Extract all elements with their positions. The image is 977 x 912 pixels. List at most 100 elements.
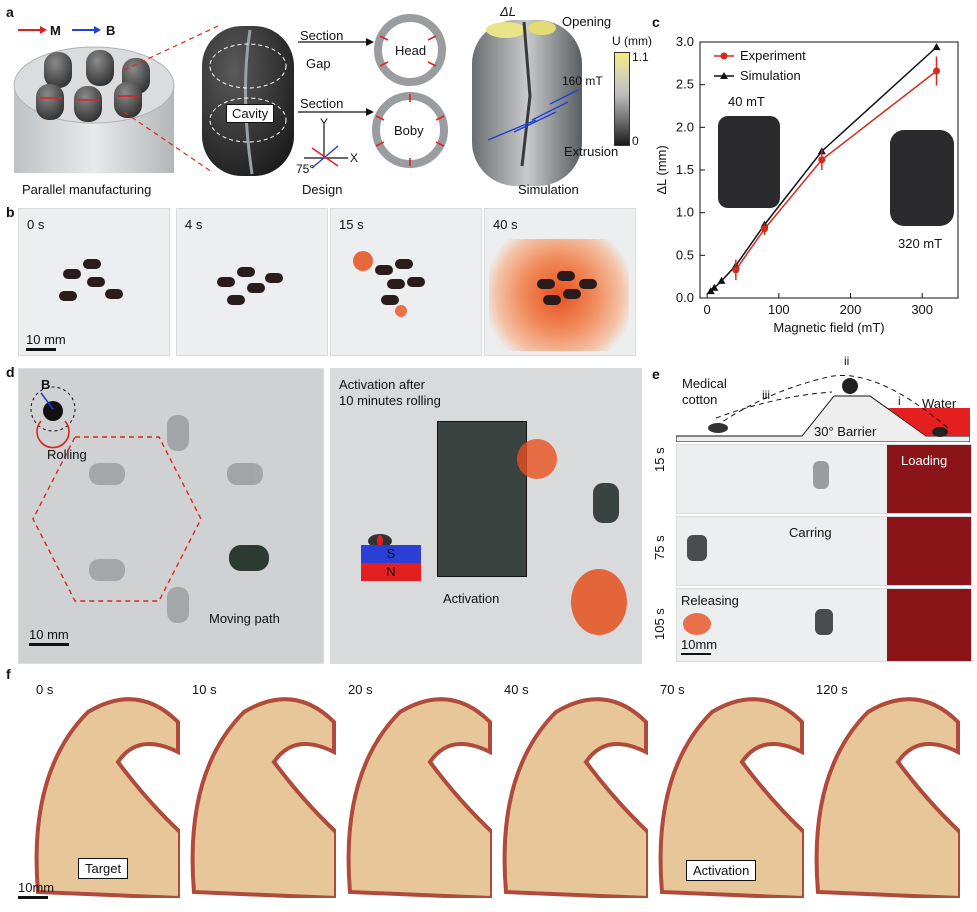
legend-simulation-label: Simulation xyxy=(740,68,801,83)
panel-e-photo-2: Releasing 10mm xyxy=(676,588,972,662)
body-label: Boby xyxy=(394,123,424,138)
opening-label: Opening xyxy=(562,14,612,29)
releasing-label: Releasing xyxy=(681,593,739,608)
manufacturing-platform xyxy=(13,46,175,173)
panel-b-photo-0: 0 s xyxy=(18,208,170,356)
angle-label: 75° xyxy=(296,162,315,176)
zoom-inset xyxy=(437,421,527,577)
drug-cloud xyxy=(489,239,629,351)
panel-d-scale-label: 10 mm xyxy=(29,627,69,642)
panel-b-scale-label: 10 mm xyxy=(26,332,66,347)
panel-f-label: f xyxy=(6,666,11,682)
stomach-frame-3: 40 s xyxy=(496,678,648,900)
manufacturing-caption: Parallel manufacturing xyxy=(22,182,152,197)
panel-b-label: b xyxy=(6,204,15,220)
stomach-frame-5: 120 s xyxy=(808,678,960,900)
legend-m: M xyxy=(50,23,61,38)
axis-y-label: Y xyxy=(320,116,329,130)
panel-e-time-1: 75 s xyxy=(652,535,667,560)
stomach-frame-4: 70 s Activation xyxy=(652,678,804,900)
x-tick-label-1: 100 xyxy=(768,302,790,317)
section-bottom-label: Section xyxy=(300,96,344,111)
magnet-n: N xyxy=(361,563,421,581)
panel-b-photo-2: 15 s xyxy=(330,208,482,356)
step-i: i xyxy=(898,394,901,408)
panel-f-scale-bar xyxy=(18,896,48,899)
colorbar-title: U (mm) xyxy=(612,34,652,48)
legend-experiment-label: Experiment xyxy=(740,48,806,63)
panel-b-photo-3: 40 s xyxy=(484,208,636,356)
capsule-photo-40mT xyxy=(718,116,780,208)
panel-e-label: e xyxy=(652,366,660,382)
moving-path-label: Moving path xyxy=(209,611,280,626)
y-tick-label-6: 3.0 xyxy=(676,34,694,49)
simulation-point-2 xyxy=(717,276,726,284)
panel-e-time-0: 15 s xyxy=(652,447,667,472)
activation-title-1: Activation after xyxy=(339,377,425,392)
legend-experiment-marker xyxy=(720,52,728,60)
step-ii: ii xyxy=(844,354,850,368)
panel-f-time-2: 20 s xyxy=(348,682,373,697)
simulation-point-6 xyxy=(932,43,941,51)
experiment-point-2 xyxy=(818,156,826,164)
experiment-point-0 xyxy=(732,266,740,274)
step-iii: iii xyxy=(762,388,770,402)
panel-f-time-4: 70 s xyxy=(660,682,685,697)
x-tick-label-2: 200 xyxy=(840,302,862,317)
y-tick-label-0: 0.0 xyxy=(676,290,694,305)
drug-splash-top xyxy=(517,439,557,479)
medical-cotton-1: Medical xyxy=(682,376,727,391)
y-tick-label-3: 1.5 xyxy=(676,162,694,177)
m-b-legend xyxy=(18,26,101,34)
panel-f-time-1: 10 s xyxy=(192,682,217,697)
colorbar-min: 0 xyxy=(632,134,639,148)
panel-b-time-1: 4 s xyxy=(185,217,203,232)
panel-e-scale-label: 10mm xyxy=(681,637,718,652)
activation-title-2: 10 minutes rolling xyxy=(339,393,441,408)
experiment-point-1 xyxy=(761,225,768,233)
capsule-magnet-icon xyxy=(368,534,392,548)
axis-x-label: X xyxy=(350,151,359,165)
panel-e-photo-0: Loading xyxy=(676,444,972,514)
target-label: Target xyxy=(78,858,129,879)
stomach-frame-2: 20 s xyxy=(340,678,492,900)
label-320mT: 320 mT xyxy=(898,236,943,251)
panel-e-scale-bar xyxy=(681,653,711,655)
experiment-point-3 xyxy=(933,67,940,75)
legend-b: B xyxy=(106,23,116,38)
cavity-label: Cavity xyxy=(226,104,275,123)
section-top-label: Section xyxy=(300,28,344,43)
simulation-point-1 xyxy=(710,283,719,291)
water-label: Water xyxy=(922,396,957,411)
section-rings xyxy=(372,14,448,168)
y-tick-label-2: 1.0 xyxy=(676,205,694,220)
f-activation-label: Activation xyxy=(686,860,757,881)
panel-b-time-0: 0 s xyxy=(27,217,45,232)
medical-cotton-2: cotton xyxy=(682,392,718,407)
loading-label: Loading xyxy=(901,453,948,468)
x-tick-label-3: 300 xyxy=(911,302,933,317)
y-axis-label: ΔL (mm) xyxy=(654,145,669,194)
panel-b-time-3: 40 s xyxy=(493,217,518,232)
simulation-image xyxy=(472,20,582,186)
zoom-lines xyxy=(123,25,374,173)
magnet-s: S xyxy=(361,545,421,563)
design-caption: Design xyxy=(302,182,343,197)
barrier-schematic xyxy=(676,375,970,442)
simulation-caption: Simulation xyxy=(518,182,579,197)
stomach-frame-0: 0 s Target xyxy=(28,678,180,900)
carring-label: Carring xyxy=(789,525,832,540)
x-tick-label-0: 0 xyxy=(704,302,711,317)
label-40mT: 40 mT xyxy=(728,94,765,109)
delta-l-label: ΔL xyxy=(500,4,516,19)
panel-d-scale-bar xyxy=(29,643,69,646)
capsule-photo-320mT xyxy=(890,130,954,226)
rolling-photo: Rolling B Moving path 10 mm xyxy=(18,368,324,664)
activation-label: Activation xyxy=(443,591,500,606)
colorbar xyxy=(614,52,630,146)
colorbar-max: 1.1 xyxy=(632,50,649,64)
extrusion-label: Extrusion xyxy=(564,144,619,159)
stomach-frame-1: 10 s xyxy=(184,678,336,900)
head-label: Head xyxy=(395,43,427,58)
